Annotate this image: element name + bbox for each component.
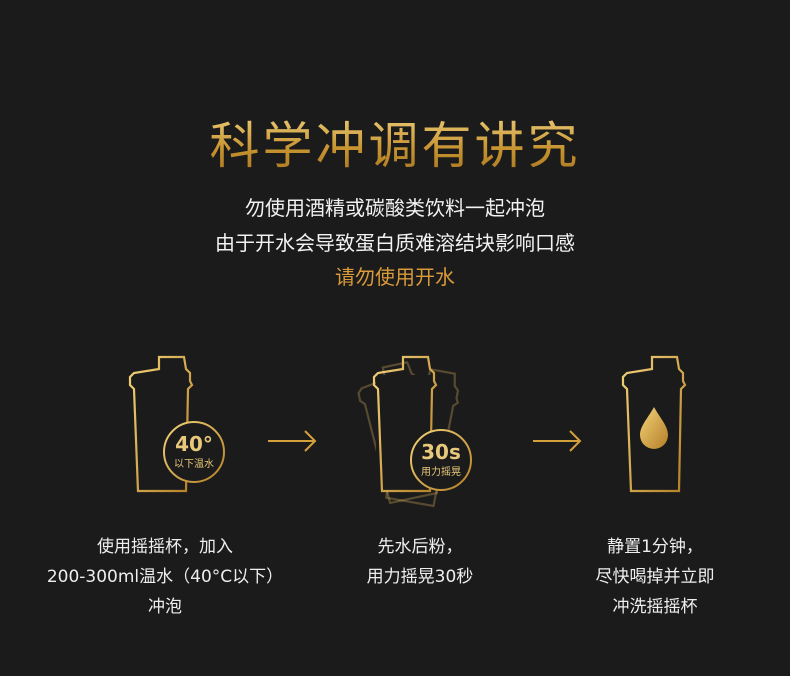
caption-line: 静置1分钟， (607, 537, 703, 557)
highlight-note: 请勿使用开水 (335, 265, 455, 289)
caption-line: 200-300ml温水（40°C以下） (46, 567, 284, 587)
note-2: 由于开水会导致蛋白质难溶结块影响口感 (215, 231, 575, 255)
badge-label: 以下温水 (174, 459, 214, 470)
caption-line: 尽快喝掉并立即 (595, 567, 715, 587)
caption-line: 冲泡 (148, 597, 182, 617)
badge-value: 30s (421, 440, 461, 464)
arrow-right-icon (268, 430, 317, 452)
water-drop-icon (640, 407, 668, 449)
arrow-right-icon (533, 430, 582, 452)
page-title: 科学冲调有讲究 (0, 106, 790, 178)
badge-value: 40° (175, 432, 213, 456)
badge-circle (163, 421, 225, 483)
time-badge: 30s 用力摇晃 (411, 441, 471, 478)
badge-label: 用力摇晃 (421, 467, 461, 478)
caption-line: 冲洗摇摇杯 (612, 597, 698, 617)
step-3-caption: 静置1分钟， 尽快喝掉并立即 冲洗摇摇杯 (535, 532, 775, 622)
caption-line: 用力摇晃30秒 (366, 567, 474, 587)
badge-circle (410, 429, 472, 491)
step-2-caption: 先水后粉， 用力摇晃30秒 (300, 532, 540, 592)
temperature-badge: 40° 以下温水 (164, 433, 224, 470)
caption-line: 先水后粉， (377, 537, 463, 557)
step-1-caption: 使用摇摇杯，加入 200-300ml温水（40°C以下） 冲泡 (45, 532, 285, 622)
caption-line: 使用摇摇杯，加入 (97, 537, 233, 557)
note-1: 勿使用酒精或碳酸类饮料一起冲泡 (245, 196, 545, 220)
